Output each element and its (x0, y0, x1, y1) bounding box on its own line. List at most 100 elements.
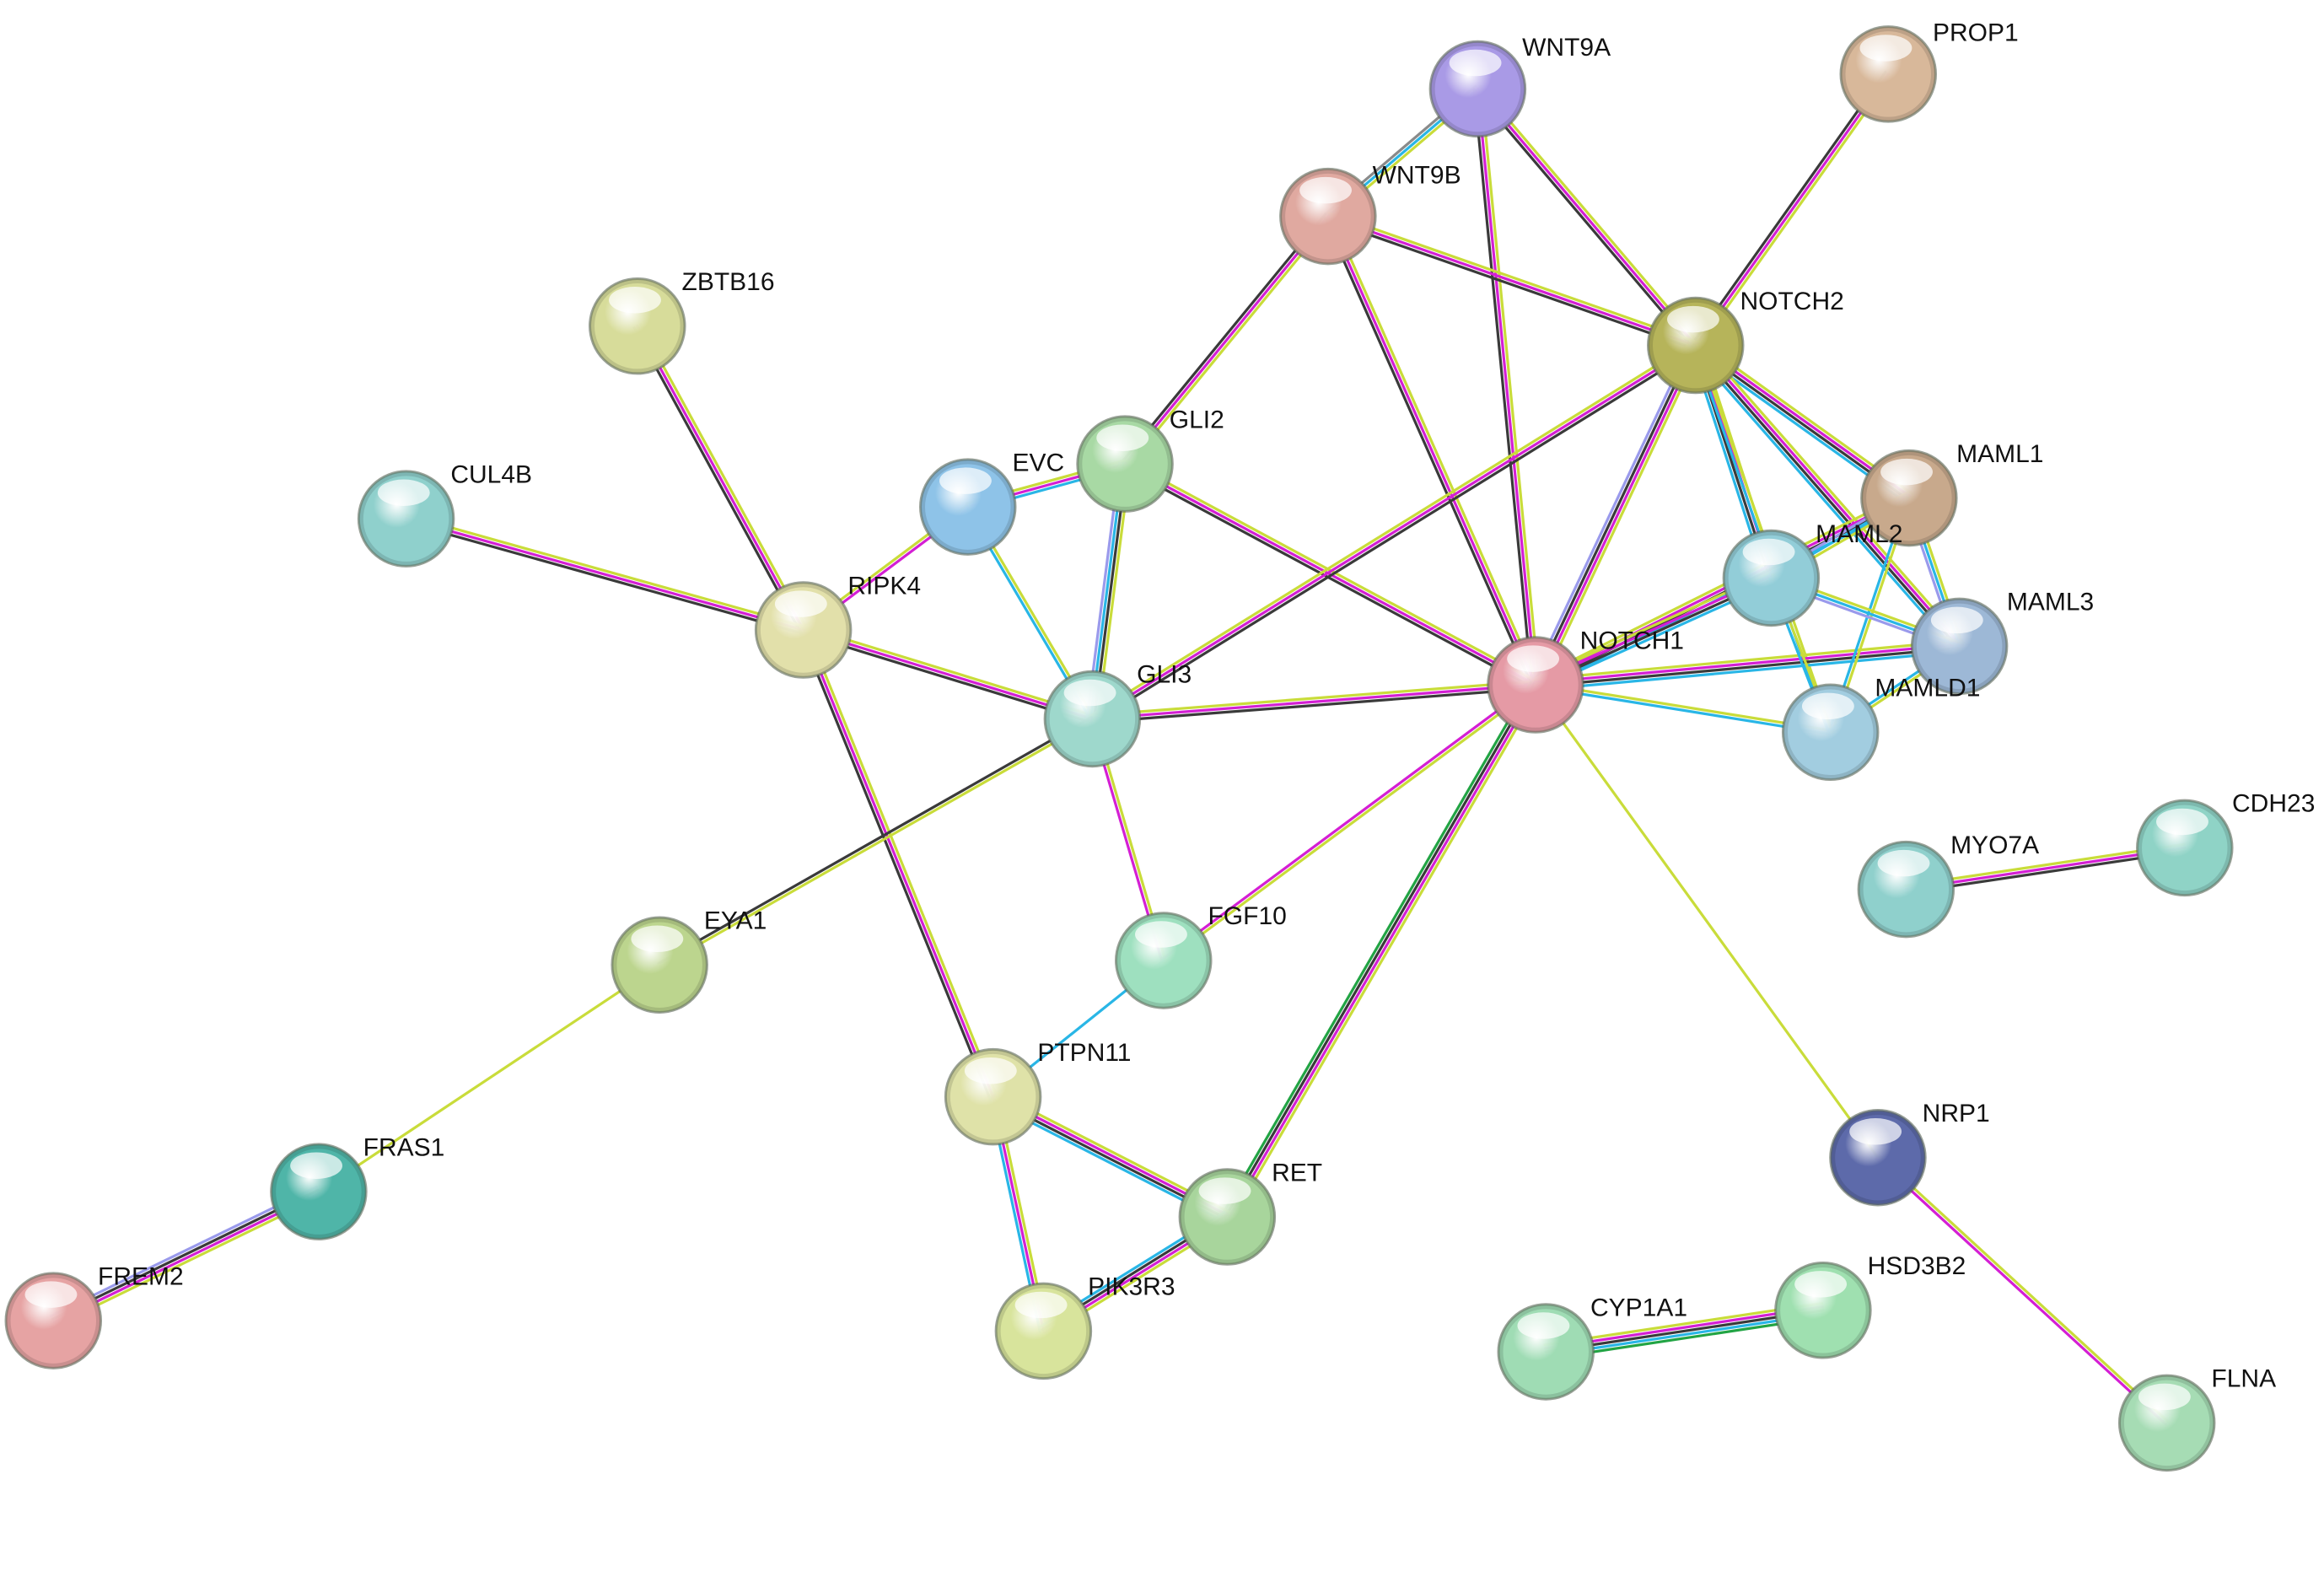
edge-prop1-notch2[interactable] (1691, 70, 1893, 349)
edge-wnt9b-gli2[interactable] (1121, 213, 1332, 468)
edge-strand (802, 628, 1094, 721)
node-fgf10[interactable]: FGF10 (1115, 902, 1287, 1009)
node-label: NOTCH1 (1580, 627, 1684, 654)
node-ptpn11[interactable]: PTPN11 (944, 1039, 1132, 1146)
node-fras1[interactable]: FRAS1 (270, 1133, 445, 1240)
node-nrp1[interactable]: NRP1 (1829, 1100, 1990, 1207)
node-label: FGF10 (1208, 902, 1286, 930)
node-notch2[interactable]: NOTCH2 (1647, 288, 1844, 395)
edge-strand (1536, 344, 1699, 687)
edge-notch1-nrp1[interactable] (1534, 683, 1880, 1160)
node-cdh23[interactable]: CDH23 (2136, 790, 2316, 897)
node-rim (1076, 415, 1174, 513)
edge-strand (1539, 346, 1703, 689)
node-maml1[interactable]: MAML1 (1860, 440, 2044, 547)
node-ret[interactable]: RET (1178, 1159, 1322, 1266)
node-gli3[interactable]: GLI3 (1043, 661, 1192, 768)
edge-strand (406, 514, 806, 628)
edge-strand (1476, 87, 1537, 686)
edge-eya1-fras1[interactable] (317, 963, 661, 1193)
node-frem2[interactable]: FREM2 (4, 1262, 184, 1369)
node-maml2[interactable]: MAML2 (1722, 520, 1902, 627)
edge-strand (803, 625, 1095, 718)
edge-ripk4-ptpn11[interactable] (799, 627, 998, 1100)
edge-fras1-frem2[interactable] (49, 1185, 323, 1327)
edge-wnt9a-notch2[interactable] (1473, 85, 1700, 349)
node-cul4b[interactable]: CUL4B (357, 460, 532, 568)
node-rim (1487, 636, 1584, 734)
node-highlight (1930, 606, 1983, 634)
node-label: PTPN11 (1037, 1039, 1131, 1067)
node-highlight (1859, 35, 1912, 62)
edge-notch2-notch1[interactable] (1529, 342, 1703, 689)
node-rim (1857, 840, 1955, 939)
node-label: PROP1 (1933, 19, 2019, 47)
node-rim (4, 1272, 103, 1369)
edge-wnt9a-notch1[interactable] (1472, 87, 1541, 687)
node-myo7a[interactable]: MYO7A (1857, 831, 2039, 939)
node-highlight (1135, 921, 1187, 948)
node-flna[interactable]: FLNA (2117, 1365, 2276, 1472)
node-label: NRP1 (1923, 1100, 1990, 1127)
node-label: EVC (1012, 449, 1064, 476)
edge-strand (1090, 343, 1697, 721)
node-highlight (1794, 1271, 1848, 1298)
node-mamld1[interactable]: MAMLD1 (1781, 675, 1980, 782)
edge-strand (1478, 85, 1700, 345)
node-highlight (290, 1152, 343, 1179)
node-maml3[interactable]: MAML3 (1910, 589, 2094, 696)
edge-nrp1-flna[interactable] (1875, 1154, 2170, 1426)
edge-gli3-eya1[interactable] (657, 716, 1095, 968)
edge-strand (632, 326, 802, 633)
node-highlight (631, 925, 684, 953)
edge-zbtb16-ripk4[interactable] (632, 323, 808, 633)
node-wnt9a[interactable]: WNT9A (1428, 34, 1611, 138)
edge-ripk4-gli3[interactable] (800, 625, 1095, 724)
node-rim (919, 458, 1017, 556)
node-highlight (2156, 808, 2208, 836)
node-highlight (1517, 1312, 1570, 1339)
node-rim (944, 1047, 1042, 1146)
edge-notch1-maml3[interactable] (1533, 639, 1961, 691)
node-highlight (1849, 1118, 1902, 1145)
node-evc[interactable]: EVC (919, 449, 1065, 556)
edge-notch2-maml3[interactable] (1690, 340, 1965, 652)
edge-strand (1534, 646, 1961, 688)
node-zbtb16[interactable]: ZBTB16 (589, 268, 775, 375)
node-eya1[interactable]: EYA1 (611, 907, 767, 1014)
node-rim (1910, 597, 2009, 696)
node-pik3r3[interactable]: PIK3R3 (994, 1273, 1175, 1380)
node-label: PIK3R3 (1088, 1273, 1175, 1301)
node-label: MAMLD1 (1875, 675, 1980, 702)
node-ripk4[interactable]: RIPK4 (754, 572, 921, 679)
node-rim (1115, 912, 1213, 1009)
edge-strand (1325, 218, 1696, 351)
node-hsd3b2[interactable]: HSD3B2 (1774, 1252, 1966, 1359)
edge-wnt9b-notch2[interactable] (1325, 212, 1698, 351)
node-label: CDH23 (2232, 790, 2315, 818)
node-highlight (24, 1281, 78, 1308)
node-wnt9b[interactable]: WNT9B (1279, 161, 1461, 266)
edge-strand (1531, 492, 1908, 682)
node-rim (1774, 1262, 1872, 1359)
edge-strand (1690, 347, 1957, 652)
edge-strand (1090, 683, 1537, 721)
edge-strand (49, 1185, 318, 1318)
node-cyp1a1[interactable]: CYP1A1 (1497, 1294, 1687, 1401)
node-gli2[interactable]: GLI2 (1076, 406, 1224, 513)
node-rim (1647, 296, 1745, 395)
edge-wnt9b-notch1[interactable] (1323, 213, 1541, 688)
edge-cul4b-ripk4[interactable] (403, 514, 806, 635)
edge-notch1-ret[interactable] (1221, 681, 1541, 1221)
node-prop1[interactable]: PROP1 (1839, 19, 2019, 123)
edge-strand (1089, 341, 1696, 718)
node-notch1[interactable]: NOTCH1 (1487, 627, 1684, 734)
edge-notch1-fgf10[interactable] (1160, 681, 1538, 964)
edge-gli3-notch2[interactable] (1089, 341, 1699, 724)
edge-gli3-notch1[interactable] (1090, 680, 1537, 724)
edge-notch1-mamld1[interactable] (1533, 681, 1832, 735)
edge-strand (659, 718, 1095, 968)
edge-strand (1224, 682, 1536, 1218)
node-rim (1428, 40, 1527, 138)
node-highlight (1507, 645, 1560, 672)
